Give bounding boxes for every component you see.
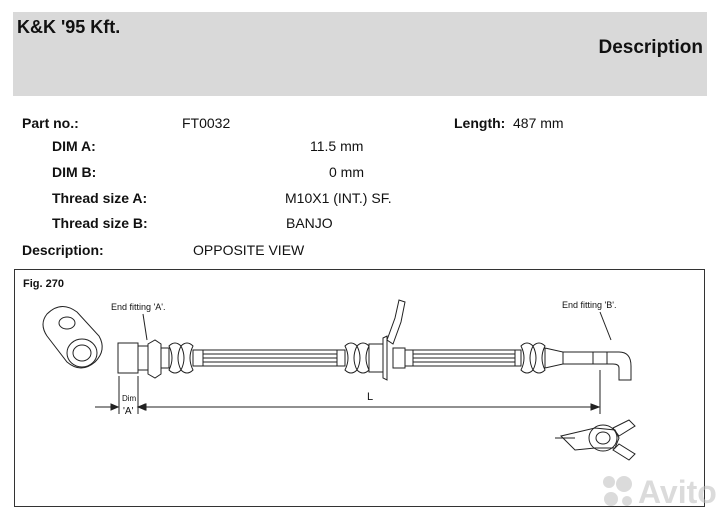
dim-b-label: DIM B: (52, 164, 97, 180)
dim-a-value: 11.5 mm (310, 138, 364, 154)
company-name: K&K '95 Kft. (17, 17, 121, 37)
page-title: Description (598, 37, 703, 58)
part-no-value: FT0032 (182, 115, 231, 131)
length-label: Length: (454, 115, 506, 131)
thread-b-label: Thread size B: (52, 215, 148, 231)
header-bar: K&K '95 Kft. Description (13, 12, 707, 96)
dim-a-label: DIM A: (52, 138, 96, 154)
dim-b-value: 0 mm (329, 164, 364, 180)
end-fitting-a-label: End fitting 'A'. (111, 302, 166, 312)
description-value: OPPOSITE VIEW (193, 242, 305, 258)
dim-label: Dim (122, 394, 137, 403)
thread-b-value: BANJO (286, 215, 333, 231)
length-value: 487 mm (513, 115, 564, 131)
figure-label: Fig. 270 (23, 278, 64, 290)
end-fitting-b-label: End fitting 'B'. (562, 300, 617, 310)
hose-drawing (42, 299, 636, 461)
part-no-label: Part no.: (22, 115, 79, 131)
length-marker: L (367, 391, 374, 403)
dim-a-marker: 'A' (123, 406, 134, 417)
thread-a-value: M10X1 (INT.) SF. (285, 190, 392, 206)
technical-drawing: Fig. 270 End fitting 'A'. End fitting 'B… (14, 269, 705, 507)
watermark-text: Avito (638, 474, 717, 510)
description-label: Description: (22, 242, 104, 258)
thread-a-label: Thread size A: (52, 190, 148, 206)
avito-logo-icon (603, 476, 632, 506)
